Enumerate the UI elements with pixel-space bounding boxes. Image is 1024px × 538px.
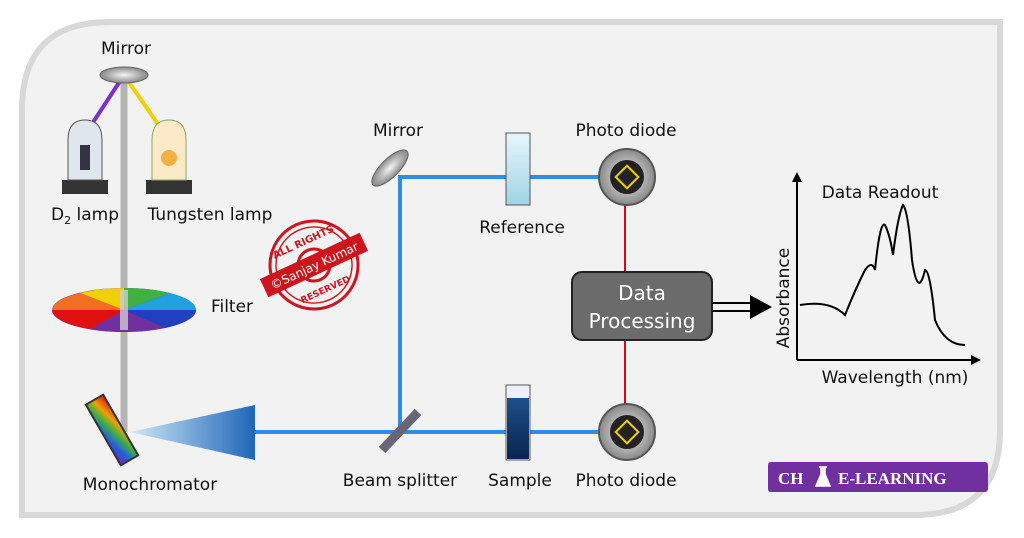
absorbance-curve	[799, 203, 966, 346]
d2-lamp-label: D2 lamp	[51, 205, 119, 227]
data-readout-chart	[792, 172, 981, 365]
dispersed-light-cone	[130, 405, 255, 460]
reference-beam	[398, 175, 625, 432]
top-mirror-icon	[99, 66, 149, 84]
photodiode-top-label: Photo diode	[575, 121, 676, 141]
beam-splitter-icon	[378, 408, 422, 454]
filter-wheel-icon	[52, 287, 197, 332]
photodiode-top-icon	[598, 148, 656, 206]
sample-label: Sample	[488, 471, 552, 491]
absorbance-axis-label: Absorbance	[774, 248, 794, 348]
data-processing-label-1: Data	[618, 281, 666, 305]
flask-icon	[814, 466, 832, 487]
photodiode-bottom-icon	[598, 403, 656, 461]
output-arrow-icon	[712, 295, 772, 319]
monochromator-label: Monochromator	[83, 475, 217, 495]
tungsten-lamp-icon	[146, 119, 192, 194]
data-processing-box	[571, 271, 713, 341]
reference-cuvette-icon	[505, 132, 531, 206]
filter-label: Filter	[211, 297, 253, 317]
monochromator-icon	[84, 393, 140, 467]
mirror-mid-label: Mirror	[373, 121, 423, 141]
mirror-top-label: Mirror	[101, 39, 151, 59]
frame	[19, 19, 1003, 518]
che-learning-logo: CH E-LEARNING	[768, 462, 988, 492]
svg-text:CH: CH	[778, 469, 804, 488]
beam-splitter-label: Beam splitter	[343, 471, 457, 491]
tungsten-light-beam	[122, 73, 164, 132]
data-processing-label-2: Processing	[589, 309, 696, 333]
mid-mirror-icon	[371, 149, 409, 187]
wavelength-axis-label: Wavelength (nm)	[822, 368, 969, 388]
d2-light-beam	[86, 73, 126, 132]
tungsten-lamp-label: Tungsten lamp	[147, 205, 273, 225]
photodiode-bottom-label: Photo diode	[575, 471, 676, 491]
reference-label: Reference	[479, 218, 565, 238]
data-readout-title: Data Readout	[822, 183, 939, 203]
d2-lamp-icon	[62, 119, 108, 194]
svg-text:E-LEARNING: E-LEARNING	[838, 469, 947, 488]
